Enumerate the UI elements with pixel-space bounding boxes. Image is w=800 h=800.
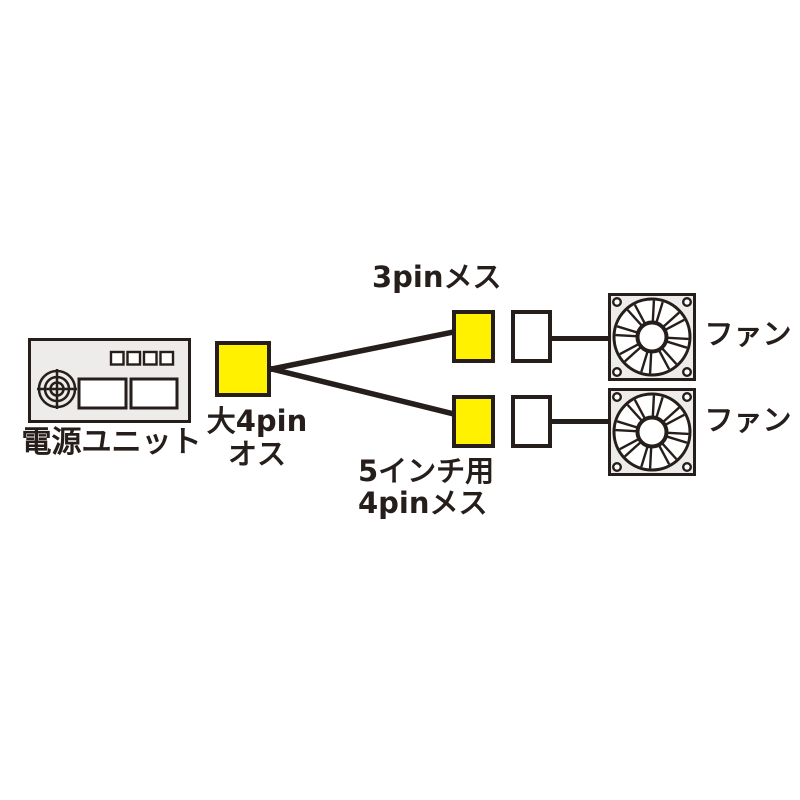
fan-blades-icon [615,300,689,374]
cable-split-lines [268,328,460,418]
screw-hole-icon [611,461,622,472]
fan-icon-bottom [608,388,696,476]
screw-hole-icon [611,296,622,307]
fan-blades-icon [615,395,689,469]
psu-box-icon [37,350,179,410]
bottom-fan-plug-connector [511,395,552,448]
psu-connector-slots [77,377,179,410]
psu-box [28,338,191,423]
screw-hole-icon [681,366,692,377]
screw-hole-icon [681,296,692,307]
cable-to-bottom-branch [268,365,460,418]
bottom-connector-label-line2: 4pinメス [358,486,488,520]
bottom-fan-label: ファン [704,403,792,437]
top-fan-cable [549,336,609,341]
top-3pin-female-connector [452,310,495,363]
psu-label: 電源ユニット [21,425,202,460]
top-connector-label: 3pinメス [372,260,502,294]
main-connector-label-line1: 大4pin [206,404,308,438]
main-connector-label-line2: オス [227,437,286,471]
screw-hole-icon [681,391,692,402]
main-connector-label: 大4pin オス [192,405,322,471]
bottom-4pin-female-connector [452,395,495,448]
psu-vent-grid [109,350,175,366]
screw-hole-icon [611,366,622,377]
bottom-fan-cable [549,419,609,424]
fan-icon-top [608,293,696,381]
screw-hole-icon [611,391,622,402]
screw-hole-icon [681,461,692,472]
psu-fan-intake-icon [37,369,77,409]
cable-to-top-branch [268,328,460,373]
bottom-connector-label: 5インチ用 4pinメス [358,455,494,519]
bottom-connector-label-line1: 5インチ用 [358,454,495,488]
top-fan-label: ファン [704,317,792,351]
top-fan-plug-connector [511,310,552,363]
main-4pin-male-connector [215,341,271,397]
